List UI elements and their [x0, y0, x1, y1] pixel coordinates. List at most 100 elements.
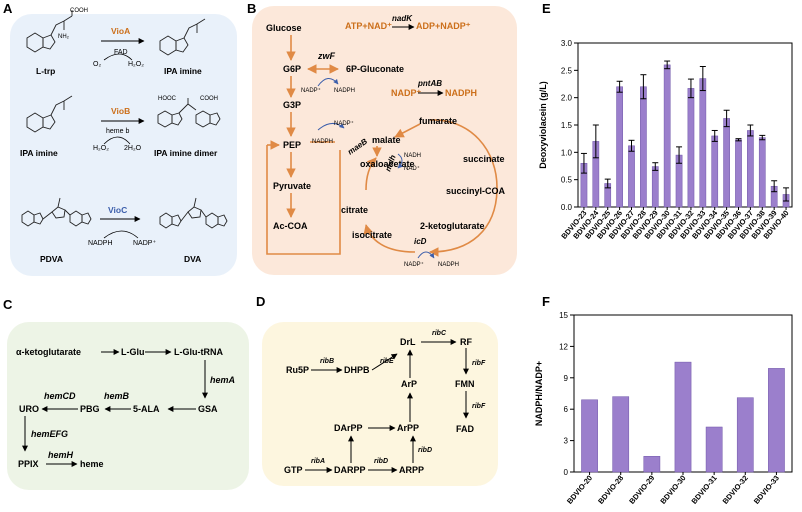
ipa-imine-structure-2 [26, 95, 73, 133]
enzyme-ribd: ribD [374, 458, 388, 465]
chart-e-bar [640, 86, 647, 208]
chart-e-bar [663, 64, 671, 208]
chart-f-bar [736, 397, 754, 473]
r2-h2o2-curve [103, 136, 131, 145]
chart-f-xtick-label: BDVIO-20 [565, 474, 594, 506]
r3-nadp: NADP⁺ [133, 240, 156, 247]
node-ru5p: Ru5P [286, 365, 309, 375]
node-oxaloacetate: oxaloacetate [360, 159, 415, 169]
r1-o2: O₂ [93, 61, 101, 68]
enzyme-ribc: ribC [432, 330, 447, 337]
enzyme-hemefg: hemEFG [31, 429, 68, 439]
node-gsa: GSA [198, 404, 218, 414]
node-isocitrate: isocitrate [352, 230, 392, 240]
chart-e-ytick-label: 1.5 [561, 121, 573, 130]
node-g6p: G6P [283, 64, 301, 74]
enzyme-ribd-2: ribD [418, 447, 432, 454]
chart-f-ytick-label: 12 [559, 342, 568, 351]
node-5ala: 5-ALA [133, 404, 160, 414]
chart-f-xtick-label: BDVIO-32 [721, 474, 750, 506]
node-succinylcoa: succinyl-COA [446, 186, 506, 196]
r1-enzyme: VioA [111, 26, 130, 36]
node-arp: ArP [401, 379, 417, 389]
node-pyruvate: Pyruvate [273, 181, 311, 191]
enzyme-zwf: zwF [317, 51, 336, 61]
chart-e-bar [758, 137, 766, 208]
chart-f-bar [612, 396, 630, 473]
icd-nadp: NADP⁺ [404, 261, 424, 268]
node-6pgluconate: 6P-Gluconate [346, 64, 404, 74]
maeb-cofactor-curve [317, 123, 345, 131]
chart-f-ytick-label: 3 [564, 437, 569, 446]
icd-nadph: NADPH [438, 262, 459, 268]
mdh-nad: NAD⁺ [404, 165, 420, 172]
panel-d-background [262, 322, 498, 486]
tca-cycle-arc-left-2 [365, 157, 377, 191]
chart-e-bar [711, 135, 719, 208]
tca-cycle-arc-left [363, 224, 416, 253]
r2-enzyme: VioB [111, 106, 130, 116]
panel-b: Glucose G6P G3P PEP Pyruvate Ac-COA 6P-G… [266, 14, 506, 268]
node-fad: FAD [456, 424, 475, 434]
chart-e-ytick-label: 2.0 [561, 94, 573, 103]
dva-structure [159, 197, 228, 229]
dimer-hooc: HOOC [158, 96, 177, 102]
pdva-label: PDVA [40, 254, 63, 264]
chart-f-bar [643, 456, 661, 473]
r3-enzyme: VioC [108, 205, 127, 215]
chart-f-y-axis-label: NADPH/NADP+ [534, 361, 544, 426]
r1-cofactor: FAD [114, 49, 128, 56]
chart-f-bar [581, 399, 598, 473]
node-fumarate: fumarate [419, 116, 457, 126]
panel-d: Ru5P ribB DHPB ribE DrL ribC RF ribF FMN… [284, 330, 486, 475]
zwf-nadp: NADP⁺ [301, 87, 321, 94]
node-darpp: DArPP [334, 423, 363, 433]
chart-e-y-axis-label: Deoxyviolacein (g/L) [538, 81, 548, 169]
dva-label: DVA [184, 254, 201, 264]
panel-b-background [252, 6, 517, 275]
glycolysis-arrows [266, 35, 341, 255]
chart-e-bar [747, 130, 754, 208]
node-pep: PEP [283, 140, 301, 150]
l-trp-cooh: COOH [70, 8, 88, 14]
enzyme-nadk: nadK [392, 14, 413, 23]
chart-e-ytick-label: 1.0 [561, 148, 573, 157]
r2-h2o: 2H₂O [124, 145, 142, 152]
node-uro: URO [19, 404, 39, 414]
tca-fumarate-malate [394, 123, 421, 138]
panel-c: α-ketoglutarate L-Glu L-Glu-tRNA hemA GS… [16, 347, 235, 469]
node-succinate: succinate [463, 154, 505, 164]
r3-nadph-curve [103, 230, 139, 239]
enzyme-maeb: maeB [346, 137, 369, 157]
r3-nadph: NADPH [88, 240, 113, 247]
node-fmn: FMN [455, 379, 475, 389]
ipa-imine-structure [159, 18, 206, 56]
enzyme-ribf2: ribF [472, 403, 486, 410]
node-arpp: ArPP [397, 423, 419, 433]
node-akg: 2-ketoglutarate [420, 221, 485, 231]
panel-a: NH₂ COOH L-trp VioA FAD O₂ H₂O₂ IPA imin… [20, 8, 228, 264]
node-darpp-lower: DARPP [334, 465, 366, 475]
chart-e-ytick-label: 0.0 [561, 203, 573, 212]
nadk-right: ADP+NADP⁺ [416, 21, 471, 31]
enzyme-icd: icD [414, 237, 427, 246]
chart-f-xtick-label: BDVIO-31 [690, 474, 719, 506]
r2-h2o2: H₂O₂ [93, 145, 109, 152]
enzyme-ribe: ribE [380, 358, 394, 365]
chart-e-bar [687, 88, 695, 208]
maeb-nadph: NADPH [312, 139, 333, 145]
panel-a-background [10, 14, 237, 276]
icd-cofactor-curve [417, 251, 435, 259]
enzyme-ribf1: ribF [472, 360, 486, 367]
chart-e-bar [699, 78, 707, 208]
node-drl: DrL [400, 337, 416, 347]
chart-f-bar [768, 368, 785, 473]
chart-f-ytick-label: 9 [564, 374, 569, 383]
dimer-cooh: COOH [200, 96, 218, 102]
zwf-cofactor-curve [317, 78, 339, 87]
enzyme-hemh: hemH [48, 450, 74, 460]
ipa-imine-dimer-label: IPA imine dimer [154, 148, 218, 158]
